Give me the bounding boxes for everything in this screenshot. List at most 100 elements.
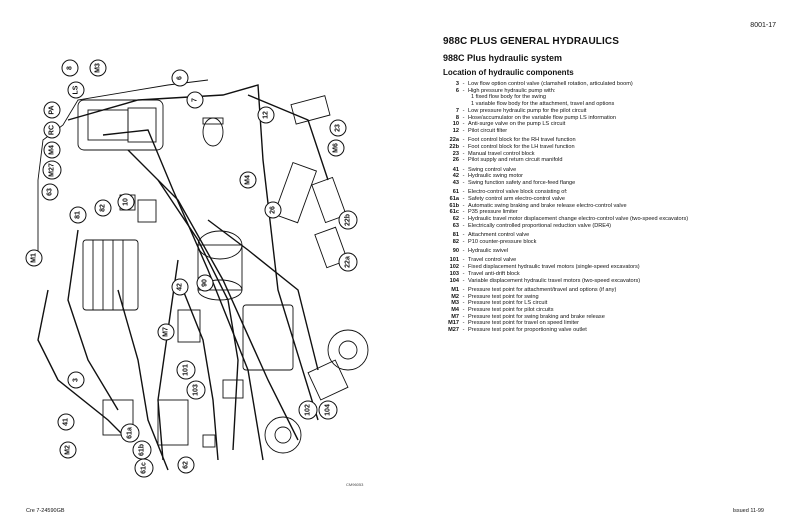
legend-item: 81-Attachment control valve (405, 232, 790, 239)
legend-code: 82 (452, 238, 459, 245)
travel-motor-hub (274, 426, 292, 444)
foot-control-block (311, 176, 347, 224)
legend-code: 26 (452, 157, 459, 164)
callout-42: 42 (171, 278, 189, 296)
legend-dash: - (462, 216, 465, 223)
hose-line (207, 219, 319, 371)
legend-code: 61b (449, 202, 459, 209)
legend-code: M4 (451, 306, 459, 313)
legend-code: 103 (449, 270, 459, 277)
swivel-body (197, 244, 243, 291)
legend-group-travel: 101-Travel control valve 102-Fixed displ… (405, 257, 790, 284)
callout-label: RC (49, 125, 56, 135)
callout-41: 41 (57, 413, 75, 431)
hose-line (182, 289, 219, 461)
legend-dash: - (462, 232, 465, 239)
footer-document-code: Cre 7-24590GB (26, 508, 65, 514)
legend-item: 101-Travel control valve (405, 257, 790, 264)
legend-desc: Pressure test point for swing braking an… (468, 313, 605, 320)
legend-dash: - (462, 143, 465, 150)
callout-label: 101 (183, 364, 190, 376)
legend-desc: Anti-surge valve on the pump LS circuit (468, 121, 566, 128)
legend-code: 8 (455, 114, 459, 121)
legend-group-attachment: 81-Attachment control valve 82-P10 count… (405, 232, 790, 245)
callout-label: M27 (49, 163, 56, 177)
legend-group-test-points: M1-Pressure test point for attachment/tr… (405, 287, 790, 334)
legend-item: 63-Electrically controlled proportional … (405, 223, 790, 230)
legend-code: M1 (451, 286, 459, 293)
legend-item: 22b-Foot control block for the LH travel… (405, 144, 790, 151)
callout-label: 42 (177, 283, 184, 291)
callout-10: 10 (117, 193, 135, 211)
page-subtitle: 988C Plus hydraulic system (443, 53, 563, 63)
legend-code: 12 (452, 127, 459, 134)
callout-label: 102 (305, 404, 312, 416)
callout-circle (186, 380, 206, 400)
callout-label: M4 (49, 145, 56, 155)
legend-desc: Manual travel control block (468, 150, 535, 157)
callout-26: 26 (264, 201, 282, 219)
callout-circle (327, 139, 345, 157)
legend-item: M1-Pressure test point for attachment/tr… (405, 287, 790, 294)
legend-code: 102 (449, 264, 459, 271)
hose-line (157, 179, 239, 451)
callout-61a: 61a (120, 423, 140, 443)
legend-code: 22a (449, 137, 459, 144)
legend-code: M27 (448, 327, 459, 334)
legend-desc: Travel control valve (468, 257, 517, 264)
legend-group-swivel: 90-Hydraulic swivel (405, 248, 790, 255)
hose-line (157, 259, 179, 461)
legend-item: 23-Manual travel control block (405, 151, 790, 158)
legend-item: 61a-Safety control arm electro-control v… (405, 196, 790, 203)
legend-item: 22a-Foot control block for the RH travel… (405, 137, 790, 144)
counter-pressure-block (137, 199, 157, 223)
legend-dash: - (462, 150, 465, 157)
callout-label: 3 (73, 378, 80, 382)
callout-label: 90 (202, 279, 209, 287)
legend-item: 61b-Automatic swing braking and brake re… (405, 203, 790, 210)
legend-dash: - (462, 257, 465, 264)
legend-item: 62-Hydraulic travel motor displacement c… (405, 216, 790, 223)
callout-label: 6 (177, 76, 184, 80)
callout-circle (257, 106, 275, 124)
callout-90: 90 (196, 274, 214, 292)
legend-desc: Pressure test point for LS circuit (468, 300, 548, 307)
legend-item: M3-Pressure test point for LS circuit (405, 300, 790, 307)
callout-circle (338, 210, 358, 230)
legend-desc: High pressure hydraulic pump with: (468, 87, 556, 94)
callout-circle (25, 249, 43, 267)
frame-outline (37, 79, 209, 255)
callout-circle (61, 59, 79, 77)
legend-desc: Pressure test point for travel on speed … (468, 320, 579, 327)
filter-head (202, 117, 224, 125)
callout-62: 62 (177, 456, 195, 474)
legend-item: 26-Pilot supply and return circuit manif… (405, 157, 790, 164)
callout-7: 7 (186, 91, 204, 109)
callout-22a: 22a (338, 252, 358, 272)
callout-label: 103 (193, 384, 200, 396)
legend-desc: Hose/accumulator on the variable flow pu… (468, 114, 616, 121)
legend-dash: - (462, 173, 465, 180)
section-title: Location of hydraulic components (443, 68, 574, 77)
legend-desc: Hydraulic swing motor (468, 173, 524, 180)
callout-label: M3 (95, 63, 102, 73)
footer-issue-date: Issued 11-99 (732, 508, 764, 514)
hose-line (37, 289, 129, 441)
callout-label: 7 (192, 98, 199, 102)
legend-dash: - (462, 277, 465, 284)
filter (202, 117, 224, 147)
callout-circle (43, 101, 61, 119)
legend-dash: - (462, 300, 465, 307)
legend-item: 104-Variable displacement hydraulic trav… (405, 278, 790, 285)
legend-item: M17-Pressure test point for travel on sp… (405, 320, 790, 327)
callout-label: 63 (47, 188, 54, 196)
callout-label: 10 (123, 198, 130, 206)
callout-102: 102 (298, 400, 318, 420)
legend-dash: - (462, 306, 465, 313)
callout-81: 81 (69, 206, 87, 224)
legend-item: 12-Pilot circuit filter (405, 128, 790, 135)
hose-lines (37, 84, 329, 471)
legend-desc: Pressure test point for pilot circuits (468, 306, 554, 313)
swing-valve (102, 399, 134, 436)
callout-61c: 61c (134, 458, 154, 478)
